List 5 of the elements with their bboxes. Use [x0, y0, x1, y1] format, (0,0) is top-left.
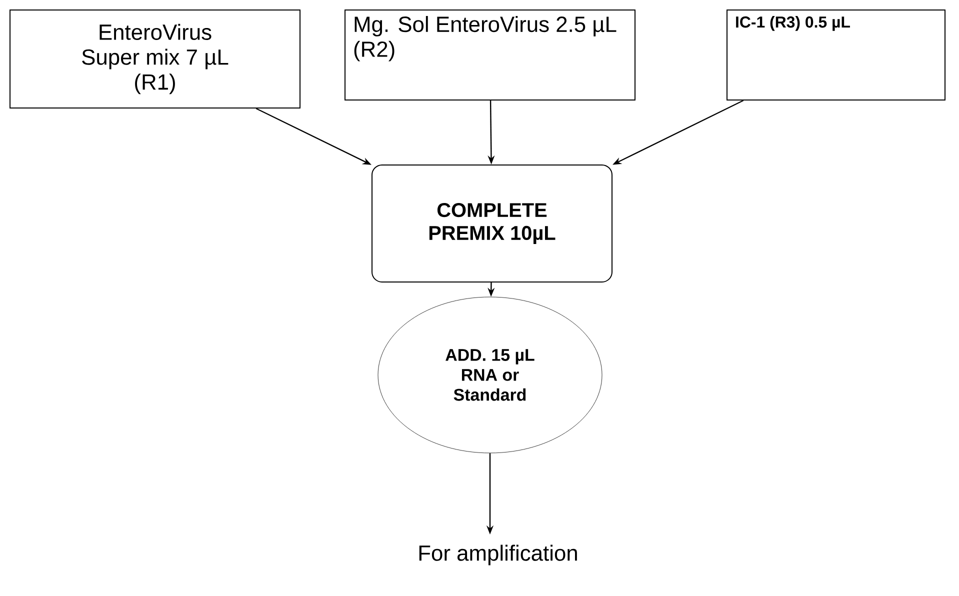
reagent-box: EnteroVirus Super mix 7 µL (R1)	[10, 10, 300, 108]
process-box: COMPLETE PREMIX 10µL	[372, 164, 612, 282]
reagent-box: Mg. Sol EnteroVirus 2.5 µL (R2)	[344, 10, 636, 100]
reagent-box: IC-1 (R3) 0.5 µL	[726, 10, 946, 100]
result-text: For amplification	[419, 544, 577, 566]
